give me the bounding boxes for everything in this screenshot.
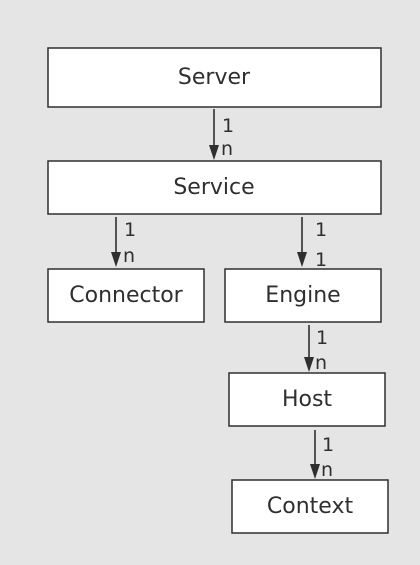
edge-server-service-arrowhead	[209, 145, 219, 160]
node-service-label: Service	[173, 175, 254, 200]
node-service: Service	[47, 160, 382, 215]
edge-service-connector-source-multiplicity: 1	[124, 219, 136, 241]
node-connector-box	[47, 268, 205, 323]
node-engine-box	[224, 268, 382, 323]
edge-server-service-target-multiplicity: n	[221, 138, 233, 160]
edge-engine-host-target-multiplicity: n	[315, 352, 327, 374]
edge-server-service: 1 n	[209, 109, 234, 160]
edge-service-connector-target-multiplicity: n	[123, 245, 135, 267]
node-host: Host	[228, 372, 386, 427]
node-engine: Engine	[224, 268, 382, 323]
node-host-label: Host	[282, 387, 332, 412]
node-service-box	[47, 160, 382, 215]
node-engine-label: Engine	[265, 283, 340, 308]
node-context-label: Context	[267, 494, 354, 519]
edge-service-connector: 1 n	[111, 217, 136, 267]
node-context-box	[231, 479, 389, 534]
edge-service-engine-arrowhead	[297, 252, 307, 267]
edge-service-engine-target-multiplicity: 1	[315, 249, 327, 271]
edge-host-context: 1 n	[310, 430, 334, 481]
edge-service-engine-source-multiplicity: 1	[315, 219, 327, 241]
node-server-box	[47, 47, 382, 108]
node-host-box	[228, 372, 386, 427]
edge-host-context-arrowhead	[310, 464, 320, 479]
edge-service-engine: 1 1	[297, 217, 327, 271]
edge-host-context-target-multiplicity: n	[321, 459, 333, 481]
edge-engine-host-arrowhead	[304, 357, 314, 372]
edge-host-context-source-multiplicity: 1	[322, 434, 334, 456]
node-server-label: Server	[178, 65, 251, 90]
node-connector-label: Connector	[69, 283, 183, 308]
edge-service-connector-arrowhead	[111, 252, 121, 267]
edge-engine-host-source-multiplicity: 1	[316, 327, 328, 349]
node-server: Server	[47, 47, 382, 108]
node-context: Context	[231, 479, 389, 534]
edge-engine-host: 1 n	[304, 325, 328, 374]
node-connector: Connector	[47, 268, 205, 323]
edge-server-service-source-multiplicity: 1	[222, 115, 234, 137]
